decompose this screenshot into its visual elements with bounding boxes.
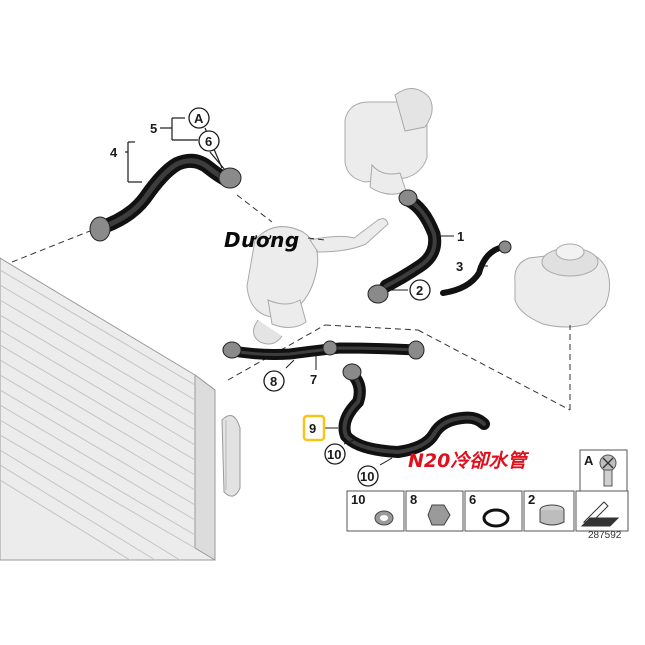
callout-6: 6 [205, 134, 212, 149]
legend-a-label: A [584, 453, 594, 468]
watermark-text: Dương [224, 228, 300, 252]
hoses [93, 153, 506, 459]
legend-6-label: 6 [469, 492, 476, 507]
callout-10-lower: 10 [360, 469, 374, 484]
callout-9: 9 [309, 421, 316, 436]
callout-3: 3 [456, 259, 463, 274]
callout-lines [285, 235, 488, 466]
highlight-box [302, 414, 326, 442]
hose-clamps [89, 167, 512, 381]
legend-2-label: 2 [528, 492, 535, 507]
expansion-tank [514, 243, 611, 328]
thermostat-housing [246, 218, 389, 345]
callout-1: 1 [457, 229, 464, 244]
callout-5: 5 [150, 121, 157, 136]
caption-text: N20冷卻水管 [408, 450, 527, 472]
radiator [0, 257, 241, 561]
callout-2: 2 [416, 283, 423, 298]
callout-a: A [194, 111, 204, 126]
callouts: 4 5 A 6 1 2 3 7 8 9 10 10 [110, 107, 464, 487]
callout-8: 8 [270, 374, 277, 389]
callout-10-upper: 10 [327, 447, 341, 462]
parts-legend: A 10 8 6 2 [346, 449, 629, 532]
document-number: 287592 [588, 530, 622, 541]
callout-7: 7 [310, 372, 317, 387]
legend-8-label: 8 [410, 492, 417, 507]
legend-10-label: 10 [351, 492, 365, 507]
engine-housing [344, 88, 433, 195]
callout-4: 4 [110, 145, 118, 160]
